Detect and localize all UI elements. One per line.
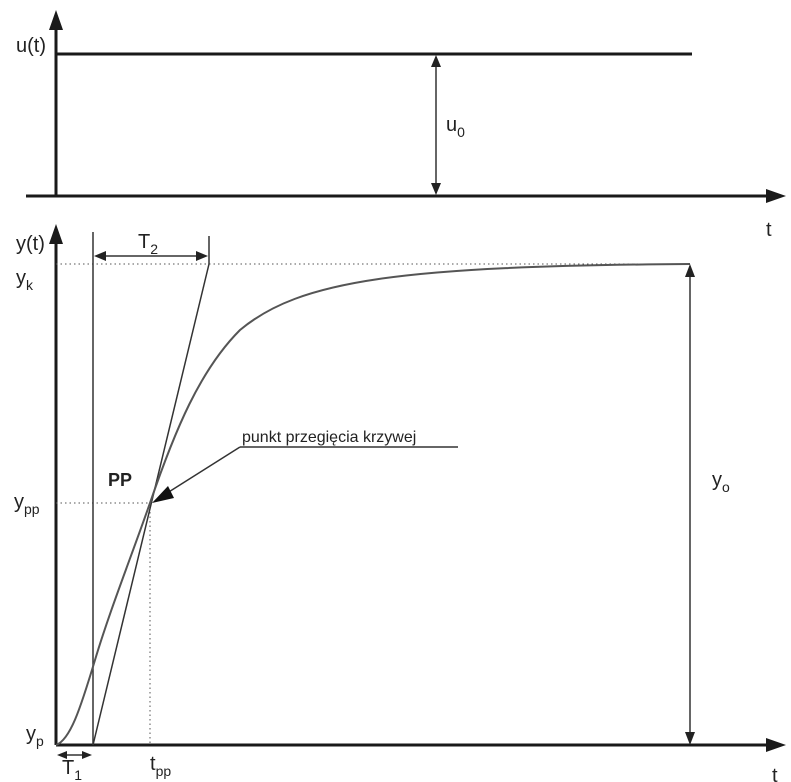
t2-arrow-left-icon bbox=[94, 251, 106, 261]
y-time-label: t bbox=[772, 765, 778, 782]
t2-arrow-right-icon bbox=[196, 251, 208, 261]
yo-label: yo bbox=[712, 469, 730, 495]
y-x-axis-arrow-icon bbox=[766, 738, 786, 752]
y-axis-label: y(t) bbox=[16, 233, 45, 255]
u-x-axis-arrow-icon bbox=[766, 189, 786, 203]
yp-label: yp bbox=[26, 723, 44, 749]
response-plot: y(t) t yk ypp yp T2 T1 tpp yo PP punkt p… bbox=[14, 224, 786, 782]
t1-label: T1 bbox=[62, 757, 82, 782]
tpp-label: tpp bbox=[150, 753, 171, 779]
yo-arrow-bottom-icon bbox=[685, 732, 695, 745]
t1-arrow-right-icon bbox=[82, 751, 92, 759]
inflection-point-label: PP bbox=[108, 470, 132, 490]
u0-arrow-top-icon bbox=[431, 55, 441, 67]
u0-label: u0 bbox=[446, 114, 465, 140]
t1-arrow-left-icon bbox=[57, 751, 67, 759]
y-y-axis-arrow-icon bbox=[49, 224, 63, 244]
u-time-label: t bbox=[766, 219, 772, 241]
step-signal bbox=[54, 52, 692, 196]
u-axis-label: u(t) bbox=[16, 35, 46, 57]
u-y-axis-arrow-icon bbox=[49, 10, 63, 30]
yk-label: yk bbox=[16, 267, 34, 293]
input-plot: u(t) t u0 bbox=[16, 10, 786, 241]
ypp-label: ypp bbox=[14, 491, 40, 517]
inflection-arrow-icon bbox=[152, 486, 174, 503]
inflection-note-text: punkt przegięcia krzywej bbox=[242, 429, 416, 446]
tangent-line bbox=[92, 263, 210, 746]
inflection-leader-line bbox=[163, 446, 241, 496]
t2-label: T2 bbox=[138, 231, 158, 257]
yo-arrow-top-icon bbox=[685, 264, 695, 277]
u0-arrow-bottom-icon bbox=[431, 183, 441, 195]
response-curve bbox=[55, 263, 691, 746]
